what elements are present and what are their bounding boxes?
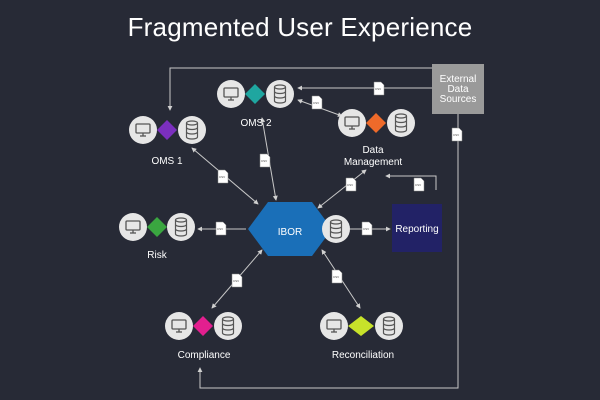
external-data-sources-node: External Data Sources	[432, 64, 484, 114]
reporting-label: Reporting	[395, 224, 438, 235]
csv-badge: CSV	[217, 169, 229, 184]
svg-text:CSV: CSV	[415, 183, 421, 187]
database-icon	[382, 316, 396, 336]
csv-badge: CSV	[345, 177, 357, 192]
external-label-line3: Sources	[440, 94, 477, 105]
csv-badge: CSV	[451, 127, 463, 142]
connector-external-datamgmt	[385, 173, 437, 190]
external-label-line2: Data	[447, 84, 469, 95]
oms1-label: OMS 1	[151, 156, 183, 167]
monitor-icon	[171, 319, 187, 333]
monitor-icon-circle	[129, 116, 157, 144]
monitor-icon-circle	[217, 80, 245, 108]
data-management-node: Data Management	[338, 109, 415, 168]
database-icon	[221, 316, 235, 336]
page-title: Fragmented User Experience	[127, 12, 473, 42]
svg-text:CSV: CSV	[363, 227, 369, 231]
csv-badge: CSV	[413, 177, 425, 192]
oms2-diamond	[245, 84, 265, 104]
database-icon	[273, 84, 287, 104]
external-label-line1: External	[440, 74, 477, 85]
monitor-icon-circle	[119, 213, 147, 241]
risk-label: Risk	[147, 250, 167, 261]
oms1-diamond	[157, 120, 177, 140]
risk-diamond	[147, 217, 167, 237]
csv-badge: CSV	[361, 221, 373, 236]
external-data-sources-box	[432, 64, 484, 114]
reporting-node: Reporting	[392, 204, 442, 252]
svg-text:CSV: CSV	[333, 275, 339, 279]
reconciliation-label: Reconciliation	[332, 350, 394, 361]
reconciliation-diamond	[348, 316, 374, 336]
monitor-icon-circle	[165, 312, 193, 340]
connector-external-compliance	[197, 114, 459, 389]
svg-text:CSV: CSV	[347, 183, 353, 187]
oms1-node: OMS 1	[129, 116, 206, 167]
svg-text:CSV: CSV	[375, 87, 381, 91]
csv-badge: CSV	[215, 221, 227, 236]
csv-badge: CSV	[373, 81, 385, 96]
database-icon	[394, 113, 408, 133]
svg-text:CSV: CSV	[219, 175, 225, 179]
csv-badge: CSV	[331, 269, 343, 284]
monitor-icon-circle	[320, 312, 348, 340]
database-icon	[174, 217, 188, 237]
ibor-hexagon	[248, 202, 332, 256]
svg-text:CSV: CSV	[261, 159, 267, 163]
database-icon	[185, 120, 199, 140]
monitor-icon	[344, 116, 360, 130]
monitor-icon	[223, 87, 239, 101]
svg-text:CSV: CSV	[313, 101, 319, 105]
csv-badge: CSV	[311, 95, 323, 110]
data-management-diamond	[366, 113, 386, 133]
monitor-icon	[135, 123, 151, 137]
database-icon	[329, 219, 343, 239]
risk-node: Risk	[119, 213, 195, 261]
compliance-node: Compliance	[165, 312, 242, 361]
reporting-box	[392, 204, 442, 252]
monitor-icon	[326, 319, 342, 333]
svg-text:CSV: CSV	[217, 227, 223, 231]
compliance-label: Compliance	[178, 350, 231, 361]
csv-badge: CSV	[259, 153, 271, 168]
oms2-label: OMS 2	[240, 118, 272, 129]
csv-badge: CSV	[231, 273, 243, 288]
compliance-diamond	[193, 316, 213, 336]
svg-text:CSV: CSV	[453, 133, 459, 137]
ibor-node: IBOR	[248, 202, 350, 256]
data-management-label-line2: Management	[344, 157, 403, 168]
connector-external-oms1	[167, 67, 432, 111]
oms2-node: OMS 2	[217, 80, 294, 129]
monitor-icon	[125, 220, 141, 234]
reconciliation-node: Reconciliation	[320, 312, 403, 361]
ibor-label: IBOR	[278, 227, 302, 238]
svg-text:CSV: CSV	[233, 279, 239, 283]
data-management-label-line1: Data	[362, 145, 384, 156]
csv-badges: CSV CSV CSV CSV CSV CSV CSV CSV	[215, 81, 463, 288]
connector-datamgmt-ibor	[317, 169, 367, 209]
monitor-icon-circle	[338, 109, 366, 137]
